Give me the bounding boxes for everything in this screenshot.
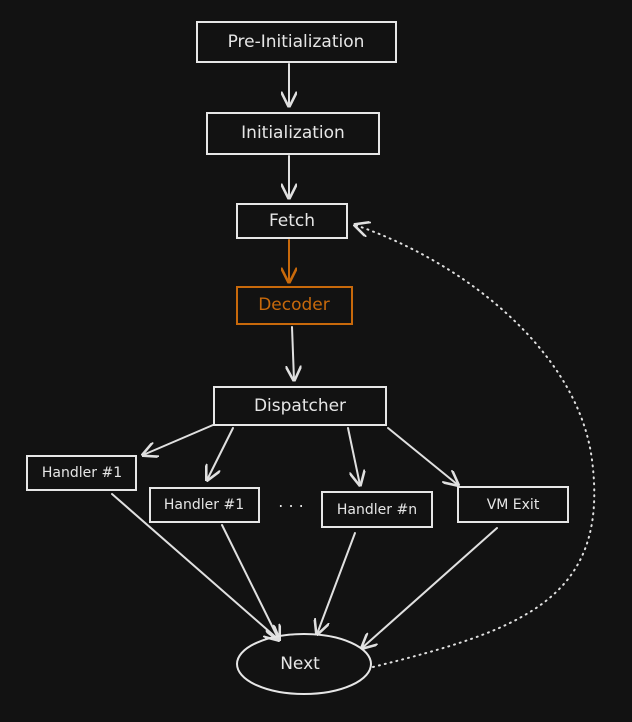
arrow-dispatcher-vm-exit — [387, 427, 458, 485]
node-label: Pre-Initialization — [228, 32, 365, 52]
node-dispatcher[interactable]: Dispatcher — [213, 386, 387, 426]
node-label: Next — [280, 654, 320, 674]
arrow-handler-1a-next — [111, 493, 279, 640]
node-handler-1b[interactable]: Handler #1 — [149, 487, 260, 523]
node-handler-1a[interactable]: Handler #1 — [26, 455, 137, 491]
node-decoder[interactable]: Decoder — [236, 286, 353, 325]
node-pre-initialization[interactable]: Pre-Initialization — [196, 21, 397, 63]
node-label: Handler #n — [337, 502, 417, 518]
arrow-dispatcher-handler-1b — [207, 427, 234, 480]
arrow-next-fetch-loop — [355, 225, 596, 668]
node-next[interactable]: Next — [236, 633, 372, 695]
node-label: Handler #1 — [42, 465, 122, 481]
arrow-dispatcher-handler-1a — [143, 424, 214, 455]
node-label: Fetch — [269, 211, 315, 231]
node-label: Handler #1 — [164, 497, 244, 513]
arrow-dispatcher-handler-n — [347, 427, 360, 485]
node-initialization[interactable]: Initialization — [206, 112, 380, 155]
node-handler-n[interactable]: Handler #n — [321, 491, 433, 528]
node-label: VM Exit — [487, 497, 540, 513]
node-label: Decoder — [258, 295, 330, 315]
arrow-handler-n-next — [317, 532, 356, 634]
node-vm-exit[interactable]: VM Exit — [457, 486, 569, 523]
arrow-vm-exit-next — [362, 527, 498, 648]
ellipsis: · · · — [278, 497, 303, 516]
arrow-handler-1b-next — [221, 524, 279, 640]
node-label: Dispatcher — [254, 396, 346, 416]
arrow-decoder-dispatcher — [292, 326, 294, 380]
node-label: Initialization — [241, 123, 345, 143]
node-fetch[interactable]: Fetch — [236, 203, 348, 239]
